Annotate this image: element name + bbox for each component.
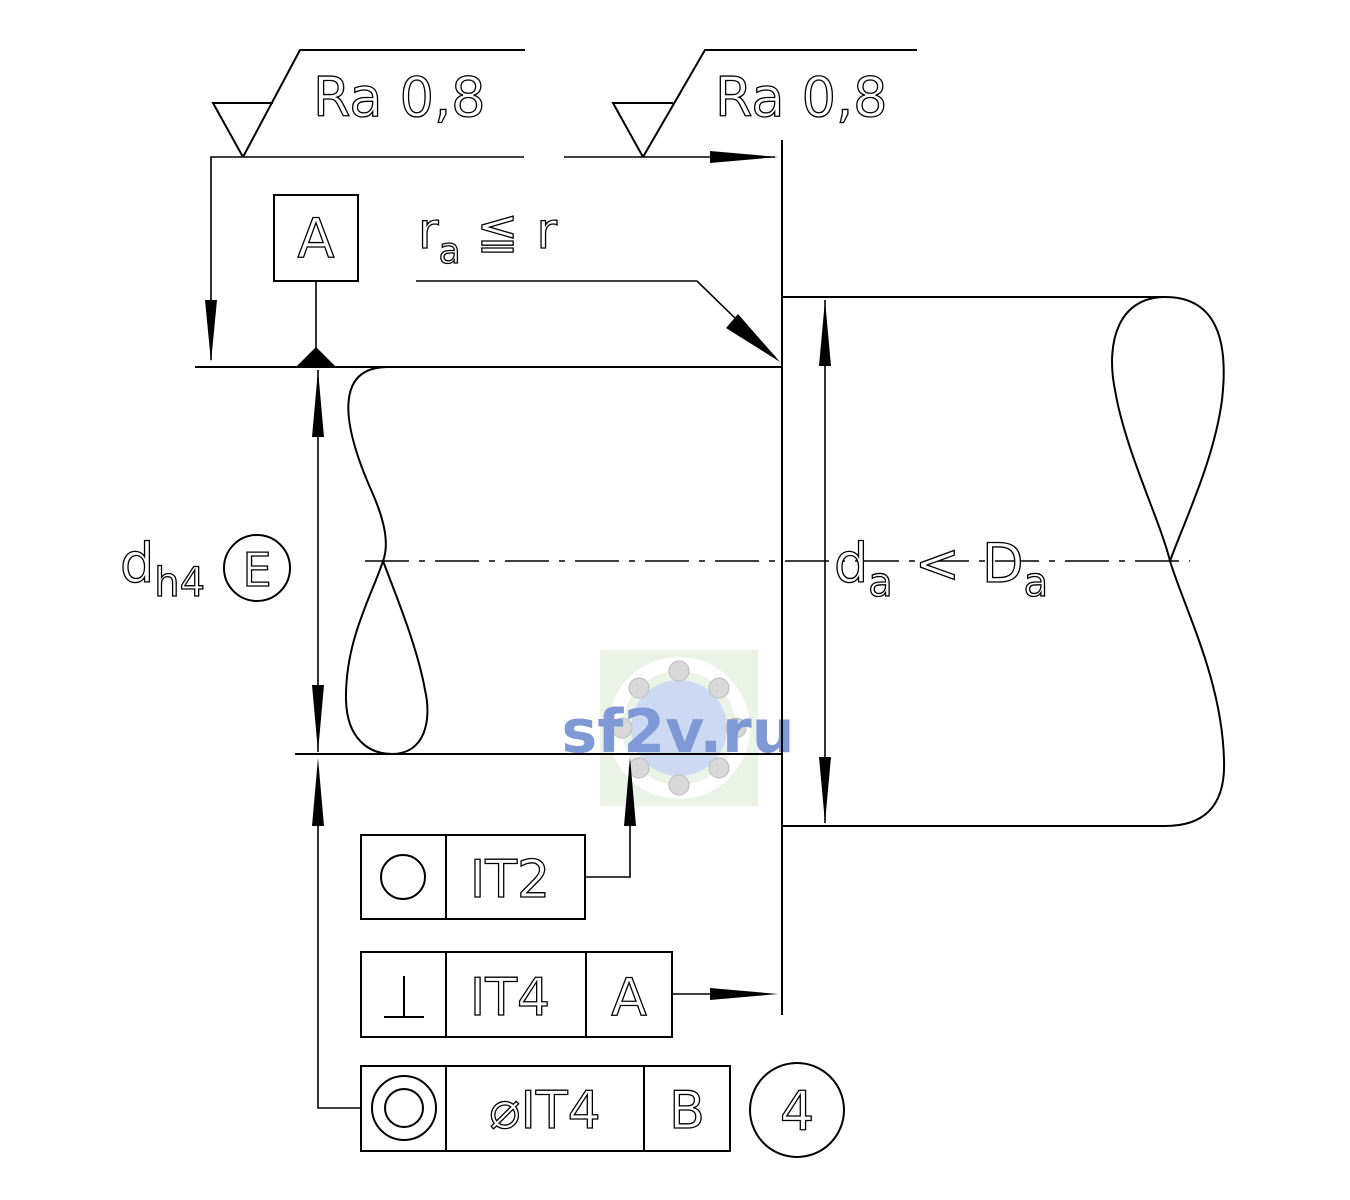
watermark-ball <box>668 660 690 682</box>
fcf-roundness: IT2 <box>360 757 636 920</box>
housing-diameter-dimension: da<Da <box>819 300 1049 823</box>
envelope-circle-icon <box>223 534 291 602</box>
note-balloon <box>749 1062 845 1158</box>
fcf-perpendicularity-datum: A <box>611 968 647 1028</box>
housing-break-inner <box>1111 296 1171 562</box>
finish-leader-right <box>642 49 917 158</box>
arrowhead <box>710 151 778 163</box>
watermark-bearing-center <box>631 680 727 776</box>
housing-dim-label: da<Da <box>834 532 1048 606</box>
surface-finish-left: Ra 0,8 <box>211 49 525 158</box>
arrowhead <box>205 300 217 362</box>
fcf-perpendicularity: IT4 A <box>360 951 778 1038</box>
datum-a: A <box>273 194 359 367</box>
arrowhead <box>624 757 636 826</box>
shaft-dim-sub: h4 <box>154 560 205 606</box>
concentricity-icon <box>371 1075 437 1141</box>
fcf-concentricity-datum: B <box>669 1081 705 1141</box>
shaft-dim-main: d <box>120 532 154 595</box>
shaft-break-line <box>344 366 429 756</box>
watermark-ball <box>628 757 650 779</box>
concentricity-icon-inner <box>384 1088 424 1128</box>
arrowhead <box>312 685 324 752</box>
watermark-ball <box>725 717 747 739</box>
watermark-ball <box>668 774 690 796</box>
datum-triangle-icon <box>296 347 336 367</box>
fcf-roundness-tolerance: IT2 <box>470 850 550 910</box>
radius-note: ra≦r <box>416 201 780 362</box>
watermark-ball <box>708 677 730 699</box>
housing-dim-relation: < <box>915 532 960 595</box>
arrowhead <box>312 758 324 826</box>
watermark-ball <box>628 677 650 699</box>
fcf-concentricity-tolerance: ⌀IT4 <box>489 1081 601 1141</box>
shaft-outline <box>195 366 782 756</box>
radius-main: r <box>418 202 439 260</box>
watermark-ball <box>611 717 633 739</box>
radius-note-text: ra≦r <box>418 202 558 272</box>
shaft-diameter-dimension: dh4 E <box>119 370 324 752</box>
fcf-concentricity: ⌀IT4 B 4 <box>312 758 845 1158</box>
surface-finish-right-label: Ra 0,8 <box>715 66 887 129</box>
note-balloon-label: 4 <box>780 1080 814 1143</box>
perpendicularity-icon <box>384 976 424 1018</box>
arrowhead <box>312 370 324 437</box>
arrowhead <box>819 300 831 366</box>
radius-sub: a <box>439 231 461 272</box>
arrowhead <box>710 988 778 1000</box>
fcf-roundness-leader <box>585 826 631 878</box>
watermark-ball <box>708 757 730 779</box>
fcf-perpendicularity-tolerance: IT4 <box>470 968 550 1028</box>
housing-dim-sub-left: a <box>868 560 893 606</box>
finish-extension <box>205 151 778 362</box>
housing-dim-sub-right: a <box>1024 560 1049 606</box>
radius-leader <box>416 280 776 358</box>
envelope-label: E <box>242 543 271 597</box>
finish-leader-left <box>242 49 525 158</box>
datum-a-label: A <box>298 207 335 270</box>
shaft-dim-label: dh4 <box>120 532 205 606</box>
fcf-concentricity-leader <box>317 826 361 1109</box>
finish-triangle-left <box>211 102 273 158</box>
watermark: sf2v.ru <box>562 650 795 806</box>
finish-triangle-right <box>611 102 673 158</box>
finish-extension-left <box>210 156 524 360</box>
radius-rhs: r <box>537 202 558 260</box>
housing-outline <box>781 140 1226 1015</box>
radius-relation: ≦ <box>477 202 519 260</box>
arrowhead <box>819 757 831 823</box>
roundness-icon <box>380 854 426 900</box>
housing-dim-main-left: d <box>834 532 868 595</box>
surface-finish-right: Ra 0,8 <box>611 49 917 158</box>
watermark-text: sf2v.ru <box>562 697 795 767</box>
arrowhead <box>726 314 780 362</box>
housing-dim-main-right: D <box>982 532 1024 595</box>
surface-finish-left-label: Ra 0,8 <box>313 66 485 129</box>
